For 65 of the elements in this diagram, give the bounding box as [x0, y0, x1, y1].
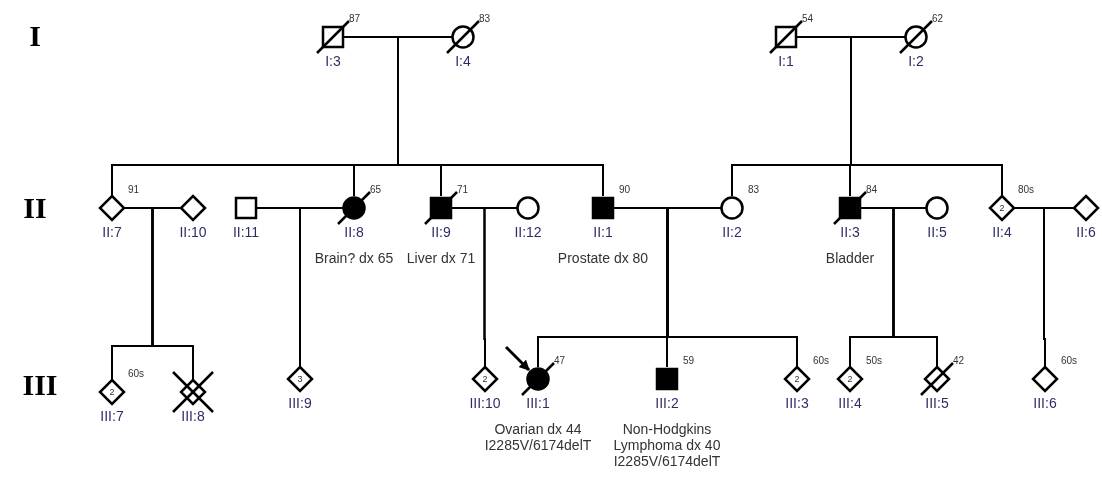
- age-label: 50s: [866, 355, 883, 367]
- age-label: 80s: [1018, 184, 1035, 196]
- age-label: 91: [128, 184, 140, 196]
- sibling-count: 2: [846, 373, 854, 385]
- age-label: 59: [683, 355, 695, 367]
- individual-id: I:3: [325, 53, 341, 69]
- individual-id: II:4: [992, 224, 1012, 240]
- diagnosis-note: Prostate dx 80: [557, 250, 649, 266]
- age-label: 60s: [128, 368, 145, 380]
- descent-line: [483, 207, 518, 368]
- individual-id: III:10: [469, 395, 501, 411]
- individual-id: I:1: [778, 53, 794, 69]
- age-label: 71: [457, 184, 469, 196]
- individual-id: I:4: [455, 53, 471, 69]
- generation-label: II: [23, 192, 47, 224]
- sibling-count: 2: [481, 373, 489, 385]
- individual-id: I:2: [908, 53, 924, 69]
- individual-id: II:12: [514, 224, 542, 240]
- diagnosis-note: Brain? dx 65: [314, 250, 394, 266]
- age-label: 83: [748, 184, 760, 196]
- descent-line: [299, 207, 344, 368]
- age-label: 60s: [813, 355, 830, 367]
- individual-id: II:3: [840, 224, 860, 240]
- generation-label: I: [29, 20, 41, 52]
- age-label: 87: [349, 13, 361, 25]
- descent-line: [151, 207, 194, 381]
- diagnosis-note: Liver dx 71: [406, 250, 476, 266]
- individual-id: II:5: [927, 224, 947, 240]
- individual-id: II:1: [593, 224, 613, 240]
- sibling-count: 2: [998, 202, 1006, 214]
- individual-id: III:4: [838, 395, 862, 411]
- individual-id: III:2: [655, 395, 679, 411]
- age-label: 84: [866, 184, 878, 196]
- age-label: 60s: [1061, 355, 1078, 367]
- age-label: 54: [802, 13, 814, 25]
- individual-id: II:6: [1076, 224, 1096, 240]
- individual-id: II:2: [722, 224, 742, 240]
- sibling-count: 2: [793, 373, 801, 385]
- individual-id: III:9: [288, 395, 312, 411]
- individual-id: II:8: [344, 224, 364, 240]
- individual-id: III:6: [1033, 395, 1057, 411]
- age-label: 62: [932, 13, 944, 25]
- individual-id: III:5: [925, 395, 949, 411]
- diagnosis-note: Non-Hodgkins Lymphoma dx 40 I2285V/6174delT: [612, 421, 722, 469]
- age-label: 42: [953, 355, 965, 367]
- individual-id: III:1: [526, 395, 550, 411]
- individual-id: III:3: [785, 395, 809, 411]
- diagnosis-note: Ovarian dx 44 I2285V/6174delT: [483, 421, 593, 453]
- proband-arrow: [504, 345, 531, 372]
- diagnosis-note: Bladder: [825, 250, 875, 266]
- individual-id: III:8: [181, 408, 205, 424]
- descent-line: [892, 207, 938, 368]
- age-label: 65: [370, 184, 382, 196]
- individual-id: II:11: [232, 224, 260, 240]
- age-label: 83: [479, 13, 491, 25]
- individual-id: III:7: [100, 408, 124, 424]
- generation-label: III: [22, 369, 58, 401]
- age-label: 90: [619, 184, 631, 196]
- individual-id: II:9: [431, 224, 451, 240]
- sibling-count: 3: [296, 373, 304, 385]
- individual-id: II:7: [102, 224, 122, 240]
- sibling-count: 2: [108, 386, 116, 398]
- age-label: 47: [554, 355, 566, 367]
- descent-line: [850, 36, 1003, 197]
- individual-id: II:10: [179, 224, 207, 240]
